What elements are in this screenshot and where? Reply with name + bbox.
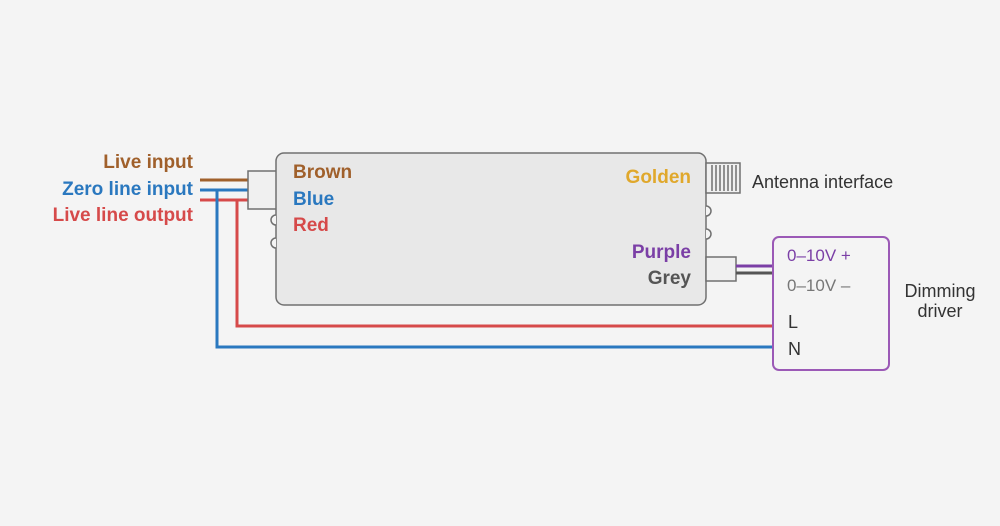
module-brown-label: Brown bbox=[293, 162, 353, 183]
blue-neutral-wire bbox=[215, 190, 774, 349]
module-golden-label: Golden bbox=[625, 167, 691, 188]
module-blue-label: Blue bbox=[293, 189, 335, 210]
module-purple-label: Purple bbox=[631, 242, 691, 263]
left-connector bbox=[247, 170, 279, 210]
dimming-driver-box bbox=[772, 236, 890, 371]
dimming-connector bbox=[705, 256, 737, 282]
antenna-interface-label: Antenna interface bbox=[752, 172, 894, 192]
dimming-driver-title-line1: Dimming bbox=[904, 281, 976, 301]
antenna-thread-icon bbox=[711, 165, 737, 191]
live-line-output-label: Live line output bbox=[52, 205, 193, 226]
left-ear-bottom bbox=[270, 237, 277, 249]
driver-terminal-n: N bbox=[788, 339, 801, 359]
driver-terminal-l: L bbox=[788, 312, 799, 332]
dimming-driver-title-line2: driver bbox=[917, 301, 963, 321]
antenna-connector bbox=[705, 162, 741, 194]
left-ear-top bbox=[270, 214, 277, 226]
module-grey-label: Grey bbox=[647, 268, 691, 289]
right-ear-bottom bbox=[705, 228, 712, 240]
right-ear-top bbox=[705, 205, 712, 217]
zero-line-input-label: Zero line input bbox=[62, 179, 193, 200]
live-input-label: Live input bbox=[103, 152, 193, 173]
driver-terminal-minus: 0–10V – bbox=[787, 276, 851, 295]
red-live-wire bbox=[235, 200, 774, 328]
module-red-label: Red bbox=[293, 215, 329, 236]
driver-terminal-plus: 0–10V + bbox=[787, 246, 851, 265]
